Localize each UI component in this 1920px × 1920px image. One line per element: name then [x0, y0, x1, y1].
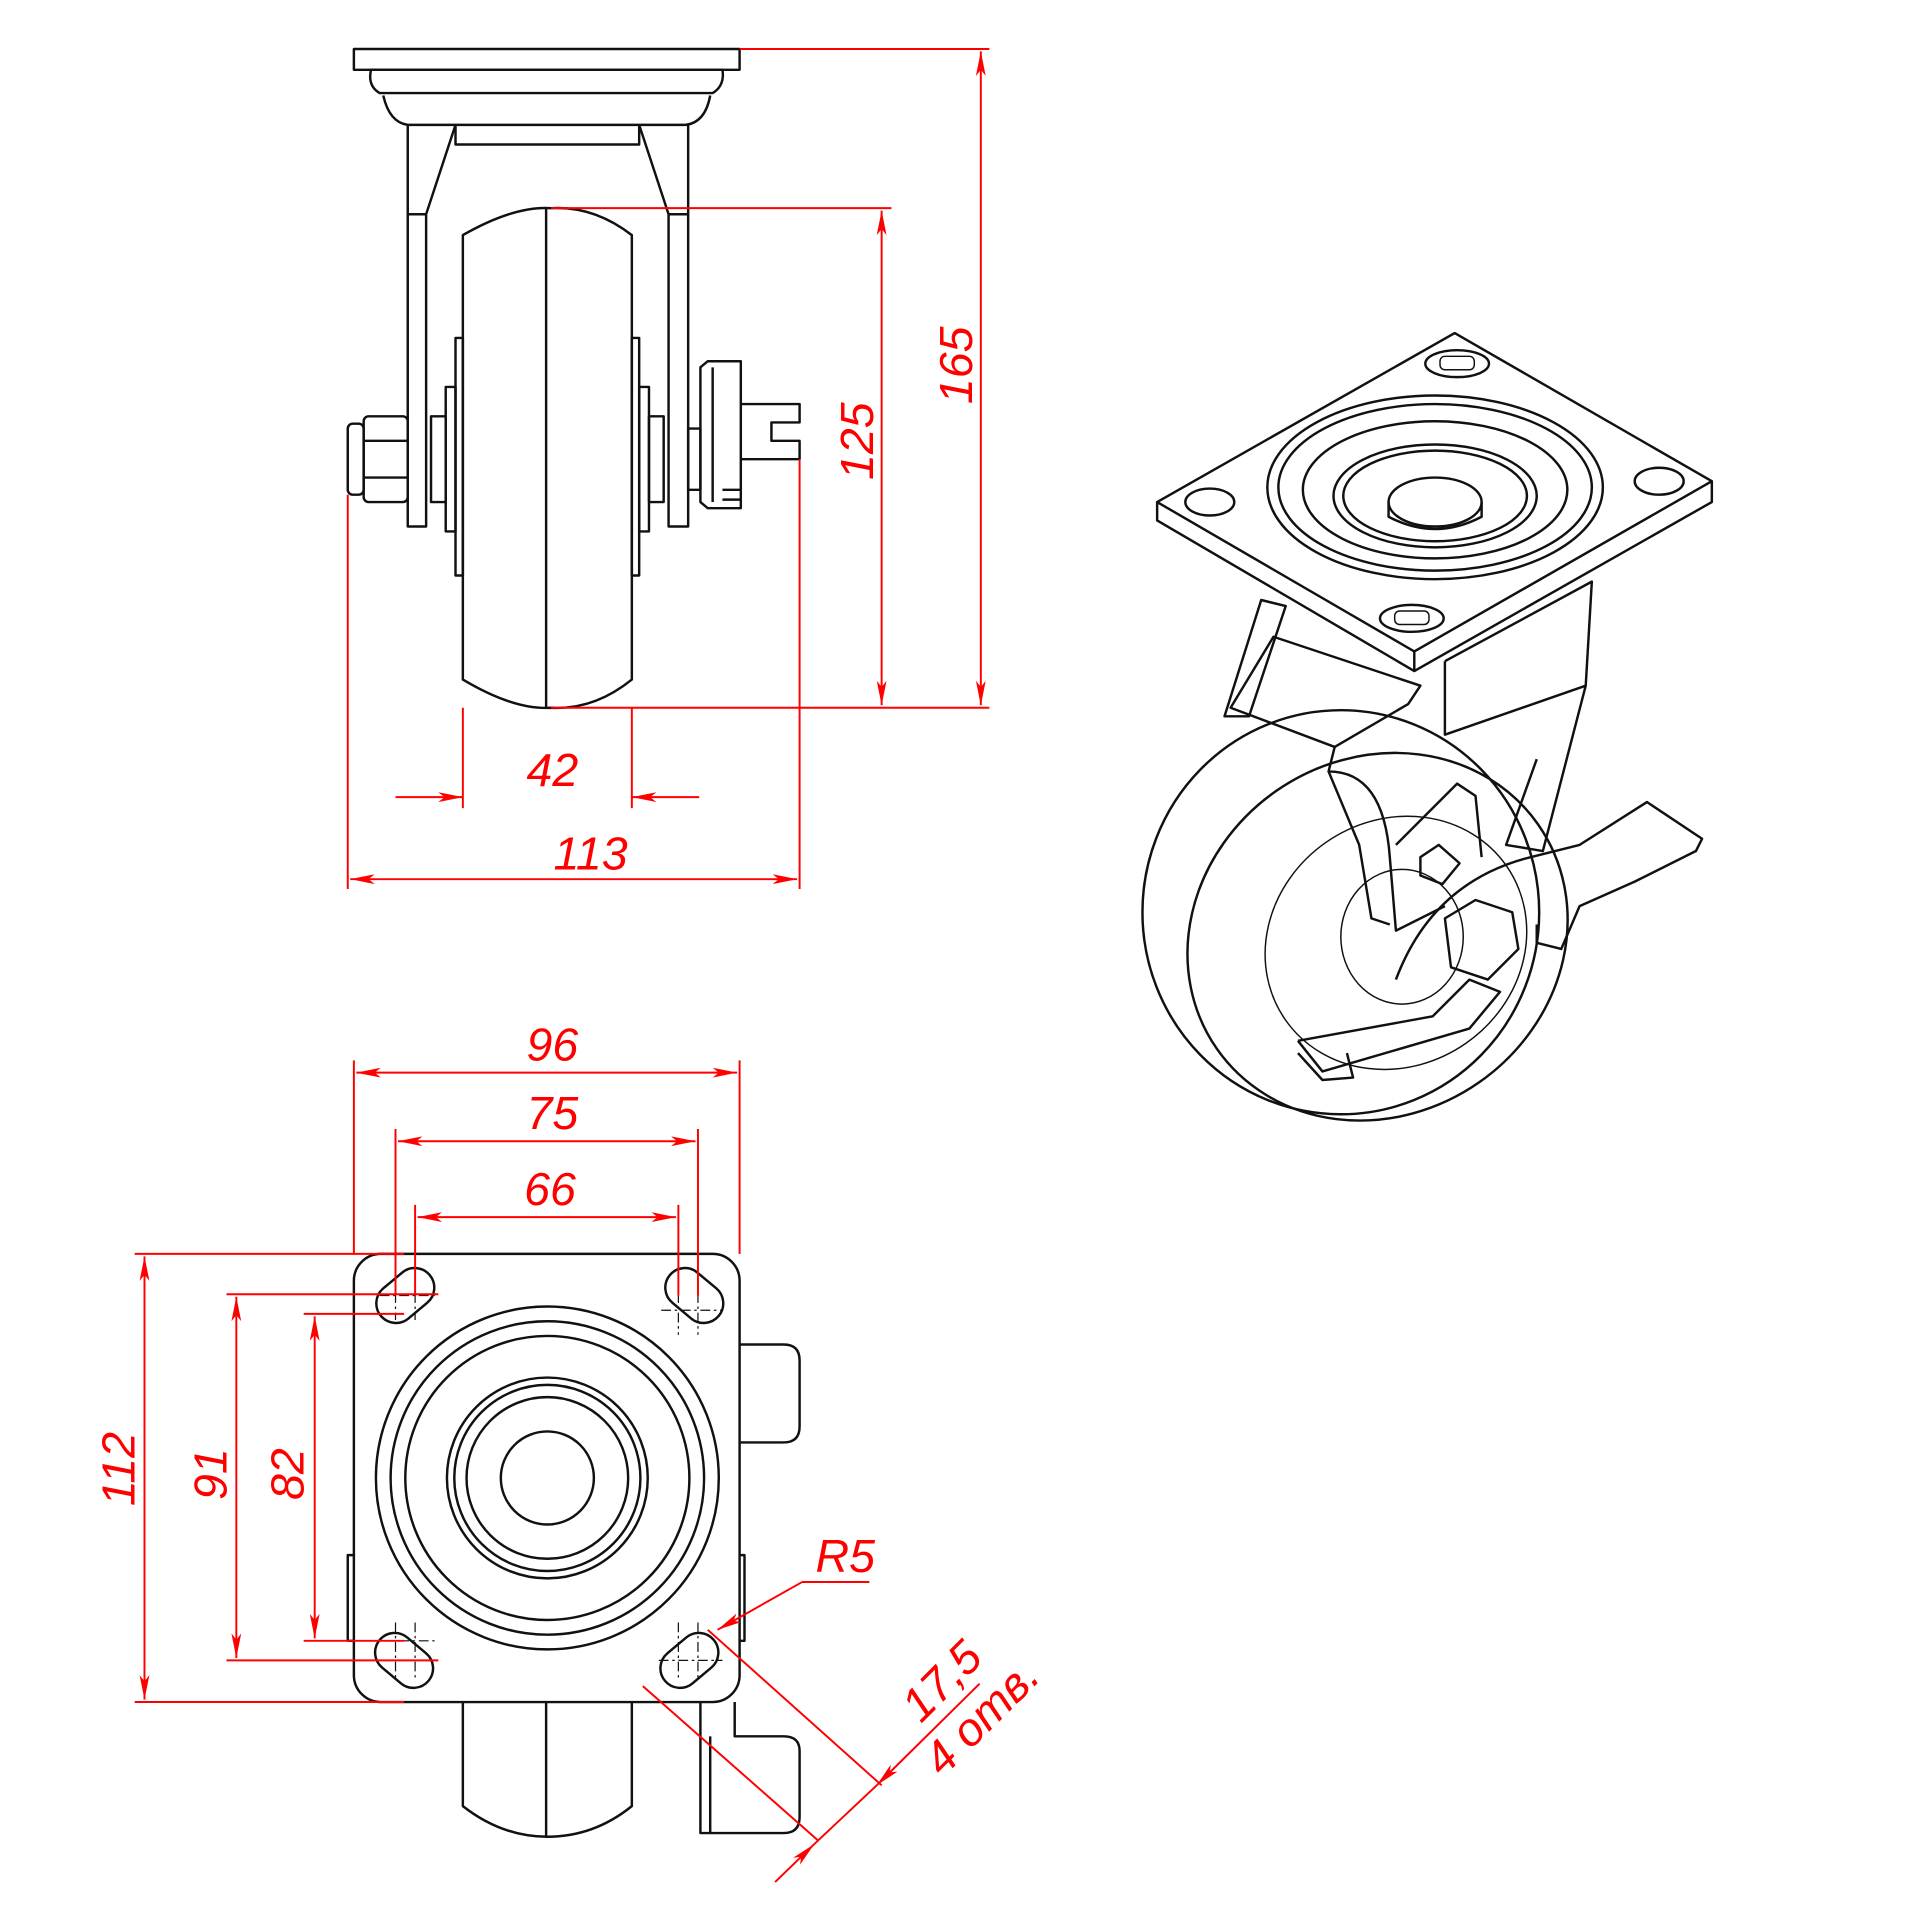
dim-hole-spacing-outer-y: 91: [185, 1448, 237, 1500]
dim-plate-width: 96: [527, 1018, 579, 1070]
dim-wheel-width: 42: [527, 744, 579, 796]
top-view-dimensions: 96 75 66 112 91 82 R5 17,5 4 отв.: [93, 1018, 1049, 1883]
mounting-slot: [661, 1266, 725, 1335]
dim-overall-width: 113: [553, 827, 627, 879]
mounting-slot: [375, 1266, 439, 1325]
top-view: [346, 1252, 801, 1838]
isometric-view: [1141, 331, 1714, 1122]
dim-slot-radius: R5: [816, 1530, 876, 1582]
dim-hole-spacing-outer-x: 75: [527, 1087, 579, 1139]
dim-hole-spacing-inner-y: 82: [262, 1448, 314, 1500]
mounting-slot: [373, 1622, 439, 1690]
mounting-slot: [658, 1622, 723, 1690]
dim-hole-spacing-inner-x: 66: [524, 1163, 576, 1215]
dim-total-height: 165: [930, 326, 982, 404]
dim-plate-length: 112: [93, 1432, 145, 1506]
front-view-dimensions: 165 125 42 113: [346, 48, 990, 889]
dim-wheel-diameter: 125: [831, 402, 883, 480]
front-view: [346, 47, 801, 710]
